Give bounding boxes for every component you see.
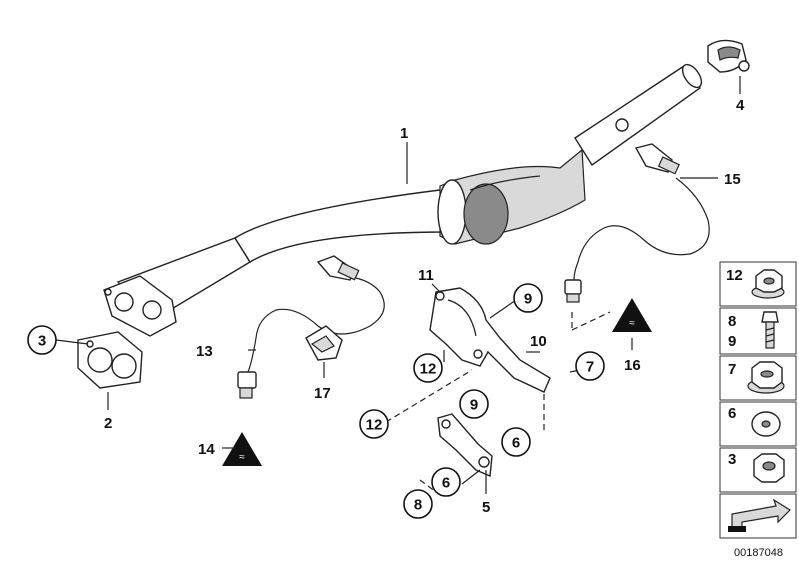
callout-12-top: 12 (420, 361, 437, 378)
legend-label-6: 6 (728, 405, 736, 422)
flange-nut-icon (751, 269, 785, 299)
direction-arrow-icon (728, 498, 791, 532)
callouts-plain: 1 2 4 5 10 11 13 14 15 16 17 (104, 97, 745, 516)
small-bracket-part (437, 413, 493, 478)
hex-nut-flange-icon (747, 361, 785, 394)
catalytic-converter-pipe (103, 63, 703, 337)
legend-label-8: 8 (728, 313, 736, 330)
legend-label-12: 12 (726, 267, 743, 284)
callout-3: 3 (38, 333, 46, 350)
callout-12-bottom: 12 (366, 417, 383, 434)
callout-13: 13 (196, 343, 213, 360)
callout-4: 4 (736, 97, 745, 114)
svg-text:≈: ≈ (629, 318, 635, 329)
legend-label-3: 3 (728, 451, 736, 468)
callout-16: 16 (624, 357, 641, 374)
hex-nut-icon (753, 453, 785, 483)
callout-5: 5 (482, 499, 490, 516)
warning-symbol-sensor-rear: ≈ (612, 298, 652, 332)
svg-text:≈: ≈ (239, 452, 245, 463)
callout-6-left: 6 (442, 475, 450, 492)
clip-part (305, 325, 343, 361)
callout-1: 1 (400, 125, 408, 142)
callout-15: 15 (724, 171, 741, 188)
callout-11: 11 (418, 267, 434, 284)
bracket-part (429, 287, 551, 393)
bolt-icon (761, 311, 779, 349)
warning-symbol-sensor-front: ≈ (222, 432, 262, 466)
callout-7: 7 (586, 359, 594, 376)
gasket-part (77, 331, 143, 389)
clamp-part (707, 39, 750, 73)
callout-17: 17 (314, 385, 331, 402)
callout-8: 8 (414, 497, 422, 514)
diagram-id: 00187048 (734, 547, 783, 559)
hardware-legend: 12 8 9 7 6 3 (719, 261, 797, 539)
legend-label-9: 9 (728, 333, 736, 350)
callout-9-bottom: 9 (470, 397, 478, 414)
callout-2: 2 (104, 415, 112, 432)
callout-10: 10 (530, 333, 547, 350)
oxygen-sensor-front (237, 255, 385, 399)
oxygen-sensor-rear (564, 143, 710, 303)
callout-9-top: 9 (524, 291, 532, 308)
callouts-circled: 3 9 12 12 7 9 6 6 8 (27, 283, 605, 519)
legend-label-7: 7 (728, 361, 736, 378)
callout-14: 14 (198, 441, 215, 458)
grommet-icon (751, 411, 781, 437)
callout-6-right: 6 (512, 435, 520, 452)
